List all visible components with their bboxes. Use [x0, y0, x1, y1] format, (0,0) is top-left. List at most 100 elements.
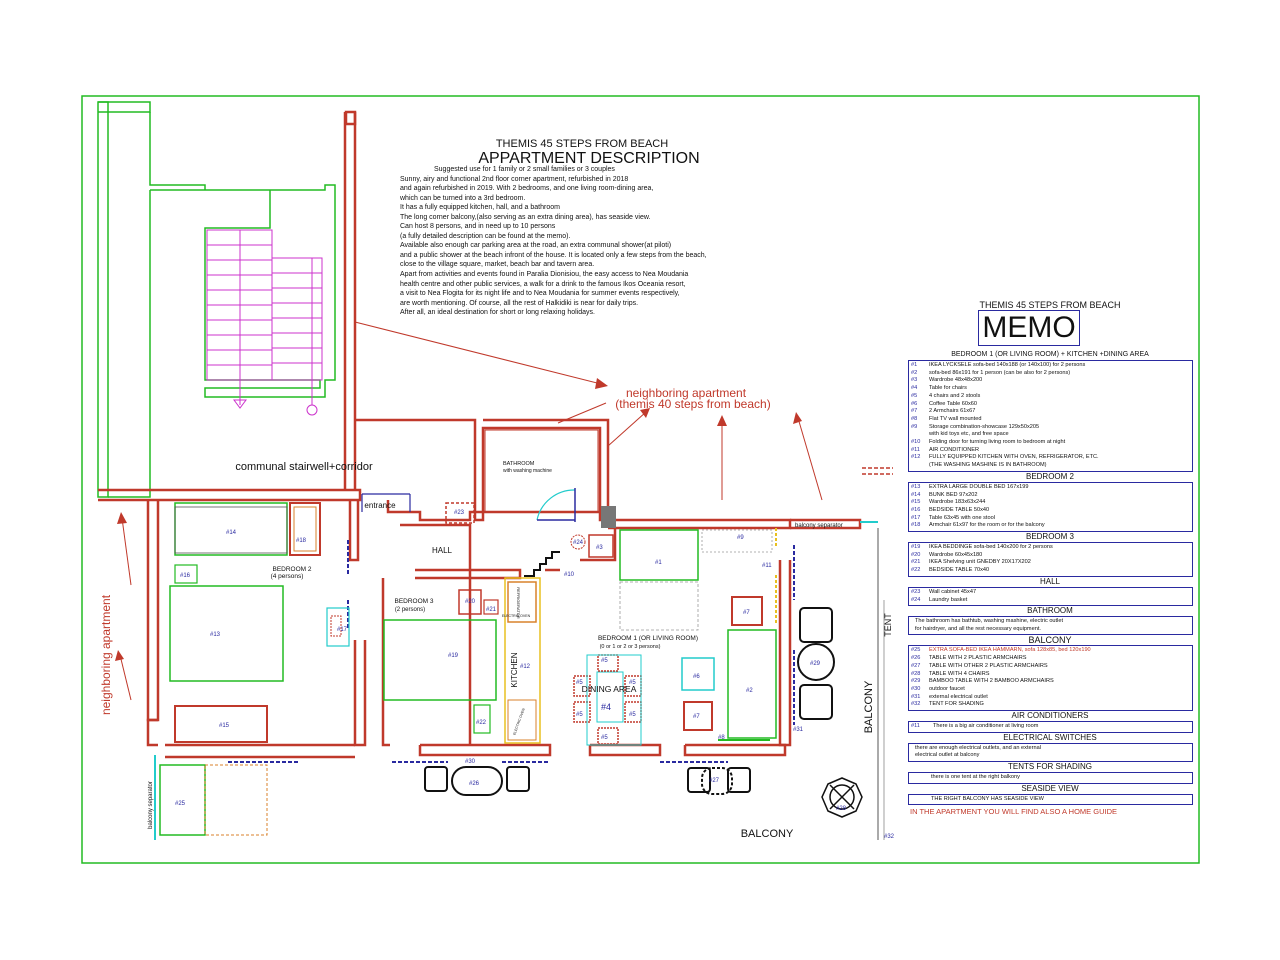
memo-item: (THE WASHING MASHINE IS IN BATHROOM)	[929, 462, 1047, 469]
neighbor-top-label: neighboring apartment	[626, 386, 747, 400]
label-5e: #5	[629, 712, 636, 718]
item-7b	[683, 701, 713, 731]
label-20: #20	[465, 599, 476, 605]
memo-box-5: The bathroom has bathtub, washing mashin…	[908, 616, 1193, 636]
item-13	[169, 585, 284, 682]
item-7a	[731, 596, 763, 626]
description-line: After all, an ideal destination for shor…	[400, 309, 595, 317]
bedroom1-sublabel: (0 or 1 or 2 or 3 persons)	[600, 644, 661, 650]
memo-title: MEMO	[978, 310, 1080, 346]
memo-box-8: there are enough electrical outlets, and…	[908, 742, 1193, 762]
label-7a: #7	[743, 610, 750, 616]
item-18	[289, 502, 321, 556]
neighbor-left-label: neighboring apartment	[99, 594, 113, 715]
label-5b: #5	[576, 680, 583, 686]
item-25	[159, 764, 206, 836]
entrance-door	[361, 493, 411, 512]
bathroom-label: BATHROOM	[503, 461, 535, 467]
description-line: The long corner balcony,(also serving as…	[400, 213, 651, 221]
label-15: #15	[219, 723, 230, 729]
page-frame	[81, 95, 1200, 864]
memo-box-10: THE RIGHT BALCONY HAS SEASIDE VIEW	[908, 793, 1193, 806]
memo-item: with kid toys etc, and free space	[929, 431, 1009, 438]
item-27	[687, 767, 751, 795]
bedroom2-label: BEDROOM 2	[272, 566, 311, 573]
header-subtitle: THEMIS 45 STEPS FROM BEACH	[496, 138, 668, 150]
stair-steps	[206, 229, 323, 416]
description-line: and a public shower at the beach infront…	[400, 251, 707, 259]
item-16	[174, 564, 198, 584]
kitchen-counter	[504, 577, 541, 744]
label-23: #23	[454, 510, 465, 516]
label-5a: #5	[601, 658, 608, 664]
stairwell-outline	[97, 101, 336, 498]
label-31: #31	[793, 727, 804, 733]
memo-section10: SEASIDE VIEW	[1021, 783, 1079, 793]
label-28: #28	[836, 806, 847, 812]
refrigerator-label: REFRIGERATOR	[516, 587, 521, 619]
label-4: #4	[601, 702, 611, 712]
memo-subtitle: THEMIS 45 STEPS FROM BEACH	[979, 300, 1121, 310]
description-line: (a fully detailed description can be fou…	[400, 232, 571, 240]
dining-chairs	[573, 654, 642, 745]
bathroom-sublabel: with washing machine	[503, 468, 552, 474]
memo-footer: IN THE APARTMENT YOU WILL FIND ALSO A HO…	[910, 807, 1117, 817]
header-title: APPARTMENT DESCRIPTION	[478, 150, 699, 167]
label-17: #17	[337, 627, 348, 633]
item-2	[727, 629, 777, 739]
dining-label: DINING AREA	[582, 684, 637, 694]
item-3	[588, 534, 614, 558]
label-25: #25	[175, 801, 186, 807]
label-14: #14	[226, 530, 237, 536]
label-9: #9	[737, 535, 744, 541]
oven-label: ELECTRIC OVEN	[512, 707, 526, 735]
label-22: #22	[476, 720, 487, 726]
column	[601, 506, 616, 528]
label-16: #16	[180, 573, 191, 579]
description-line: a visit to Nea Flogita for its night lif…	[400, 290, 680, 298]
description-line: Available also enough car parking area a…	[400, 242, 672, 250]
item-21	[483, 599, 499, 615]
item-26	[424, 766, 530, 796]
memo-box-9: there is one tent at the right balkony	[908, 771, 1193, 784]
item-6	[681, 657, 715, 691]
hall-label: HALL	[432, 546, 453, 555]
item-9	[701, 529, 773, 553]
label-10: #10	[564, 572, 575, 578]
memo-section4: HALL	[1039, 576, 1060, 586]
item-15	[174, 705, 268, 743]
item-24	[570, 534, 586, 550]
neighbor-arrows	[119, 321, 823, 701]
label-3: #3	[596, 545, 603, 551]
tent-label: TENT	[883, 613, 893, 637]
label-32: #32	[884, 834, 895, 840]
balcony-bottom-label: BALCONY	[741, 828, 794, 840]
description-line: Can host 8 persons, and in need up to 10…	[400, 223, 556, 231]
apartment-description: Suggested use for 1 family or 2 small fa…	[400, 165, 760, 318]
memo-section2: BEDROOM 2	[1025, 471, 1074, 481]
label-7b: #7	[693, 714, 700, 720]
label-6: #6	[693, 674, 700, 680]
